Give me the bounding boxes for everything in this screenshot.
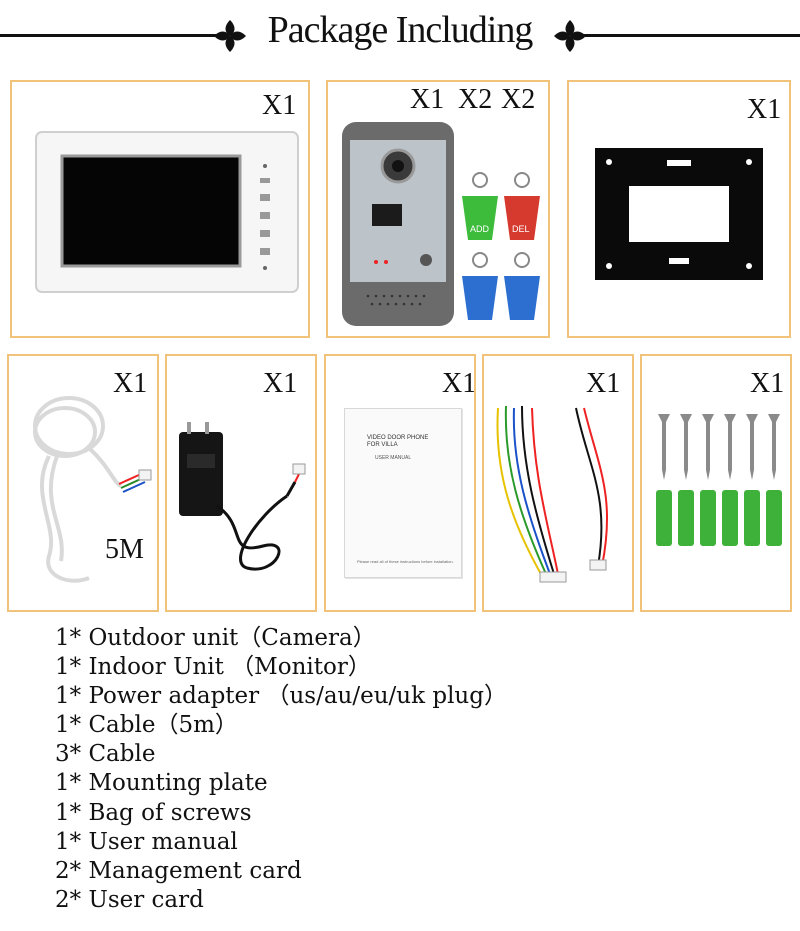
header-rule-right	[575, 34, 800, 37]
cable-coil-image	[33, 396, 152, 583]
power-adapter-image	[179, 422, 306, 571]
quantity-label: X1	[263, 368, 298, 399]
list-item: 1* Outdoor unit（Camera）	[55, 625, 376, 651]
header-rule-left	[0, 34, 225, 37]
wire-cables-image	[496, 405, 609, 583]
quantity-label: X2	[501, 84, 536, 115]
list-item: 1* Indoor Unit （Monitor）	[55, 654, 371, 681]
mounting-plate-image	[595, 148, 763, 280]
header: Package Including	[0, 0, 800, 70]
screws-image	[656, 414, 782, 546]
quantity-label: X1	[586, 368, 621, 399]
page-title: Package Including	[267, 9, 534, 51]
list-item: 2* User card	[55, 886, 204, 913]
user-manual-box: X1 VIDEO DOOR PHONE FOR VILLA USER MANUA…	[324, 354, 476, 612]
quantity-label: X1	[747, 94, 782, 125]
card-del-label: DEL	[512, 224, 530, 234]
quantity-label: X1	[442, 368, 476, 399]
wire-cables-box: X1	[482, 354, 634, 612]
package-items-list: 1* Outdoor unit（Camera） 1* Indoor Unit （…	[55, 624, 755, 915]
manual-title-line1: VIDEO DOOR PHONE	[367, 435, 429, 441]
quantity-label: X1	[113, 368, 148, 399]
user-manual-image: VIDEO DOOR PHONE FOR VILLA USER MANUAL P…	[344, 408, 462, 578]
manual-footer: Please read all of these instructions be…	[357, 559, 454, 564]
quantity-label: X1	[262, 90, 297, 121]
manual-subtitle: USER MANUAL	[375, 455, 412, 461]
list-item: 2* Management card	[55, 857, 302, 884]
list-item: 3* Cable	[55, 741, 156, 768]
outdoor-unit-image	[342, 122, 540, 326]
cable-5m-box: X1 5M	[7, 354, 159, 612]
indoor-monitor-box: X1	[10, 80, 310, 338]
indoor-monitor-image	[35, 131, 299, 293]
quantity-label: X1	[750, 368, 785, 399]
fleur-ornament-icon	[214, 20, 246, 52]
cable-length-label: 5M	[105, 534, 144, 565]
quantity-label: X2	[458, 84, 493, 115]
list-item: 1* User manual	[55, 828, 238, 855]
list-item: 1* Bag of screws	[55, 799, 252, 826]
list-item: 1* Mounting plate	[55, 770, 268, 797]
quantity-label: X1	[410, 84, 445, 115]
manual-title-line2: FOR VILLA	[367, 442, 398, 448]
screws-box: X1	[640, 354, 792, 612]
power-adapter-box: X1	[165, 354, 317, 612]
list-item: 1* Power adapter （us/au/eu/uk plug）	[55, 683, 507, 710]
list-item: 1* Cable（5m）	[55, 712, 238, 739]
mounting-plate-box: X1	[567, 80, 791, 338]
card-add-label: ADD	[470, 224, 490, 234]
outdoor-unit-box: X1 X2 X2 ADD DEL	[326, 80, 550, 338]
